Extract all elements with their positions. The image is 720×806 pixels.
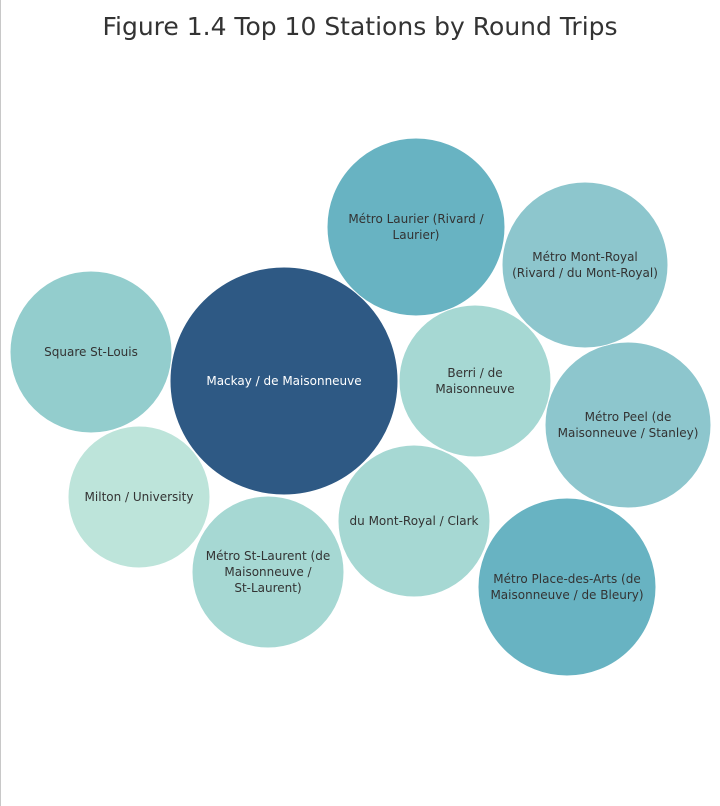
bubble-circle — [544, 341, 712, 509]
bubble-circle — [191, 495, 345, 649]
bubble-circle — [9, 270, 173, 434]
chart-title: Figure 1.4 Top 10 Stations by Round Trip… — [102, 12, 618, 41]
bubble-circle — [398, 304, 552, 458]
bubble-label: Métro Mont-Royal(Rivard / du Mont-Royal) — [512, 250, 658, 280]
bubble-circle — [501, 181, 669, 349]
left-frame-border — [0, 0, 1, 806]
bubble-label: Square St-Louis — [44, 345, 138, 359]
bubble: du Mont-Royal / Clark — [337, 444, 491, 598]
bubble-circle — [169, 266, 399, 496]
bubble: Mackay / de Maisonneuve — [169, 266, 399, 496]
bubble-label: Métro Laurier (Rivard /Laurier) — [348, 212, 484, 242]
bubble: Square St-Louis — [9, 270, 173, 434]
bubble-circle — [477, 497, 657, 677]
bubble-label: du Mont-Royal / Clark — [350, 514, 479, 528]
bubble-circle — [67, 425, 211, 569]
bubble-circle — [326, 137, 506, 317]
bubble-circle — [337, 444, 491, 598]
bubble: Métro Laurier (Rivard /Laurier) — [326, 137, 506, 317]
bubble-label: Mackay / de Maisonneuve — [206, 374, 361, 388]
bubble: Métro Mont-Royal(Rivard / du Mont-Royal) — [501, 181, 669, 349]
bubble: Milton / University — [67, 425, 211, 569]
bubble-label: Milton / University — [85, 490, 194, 504]
